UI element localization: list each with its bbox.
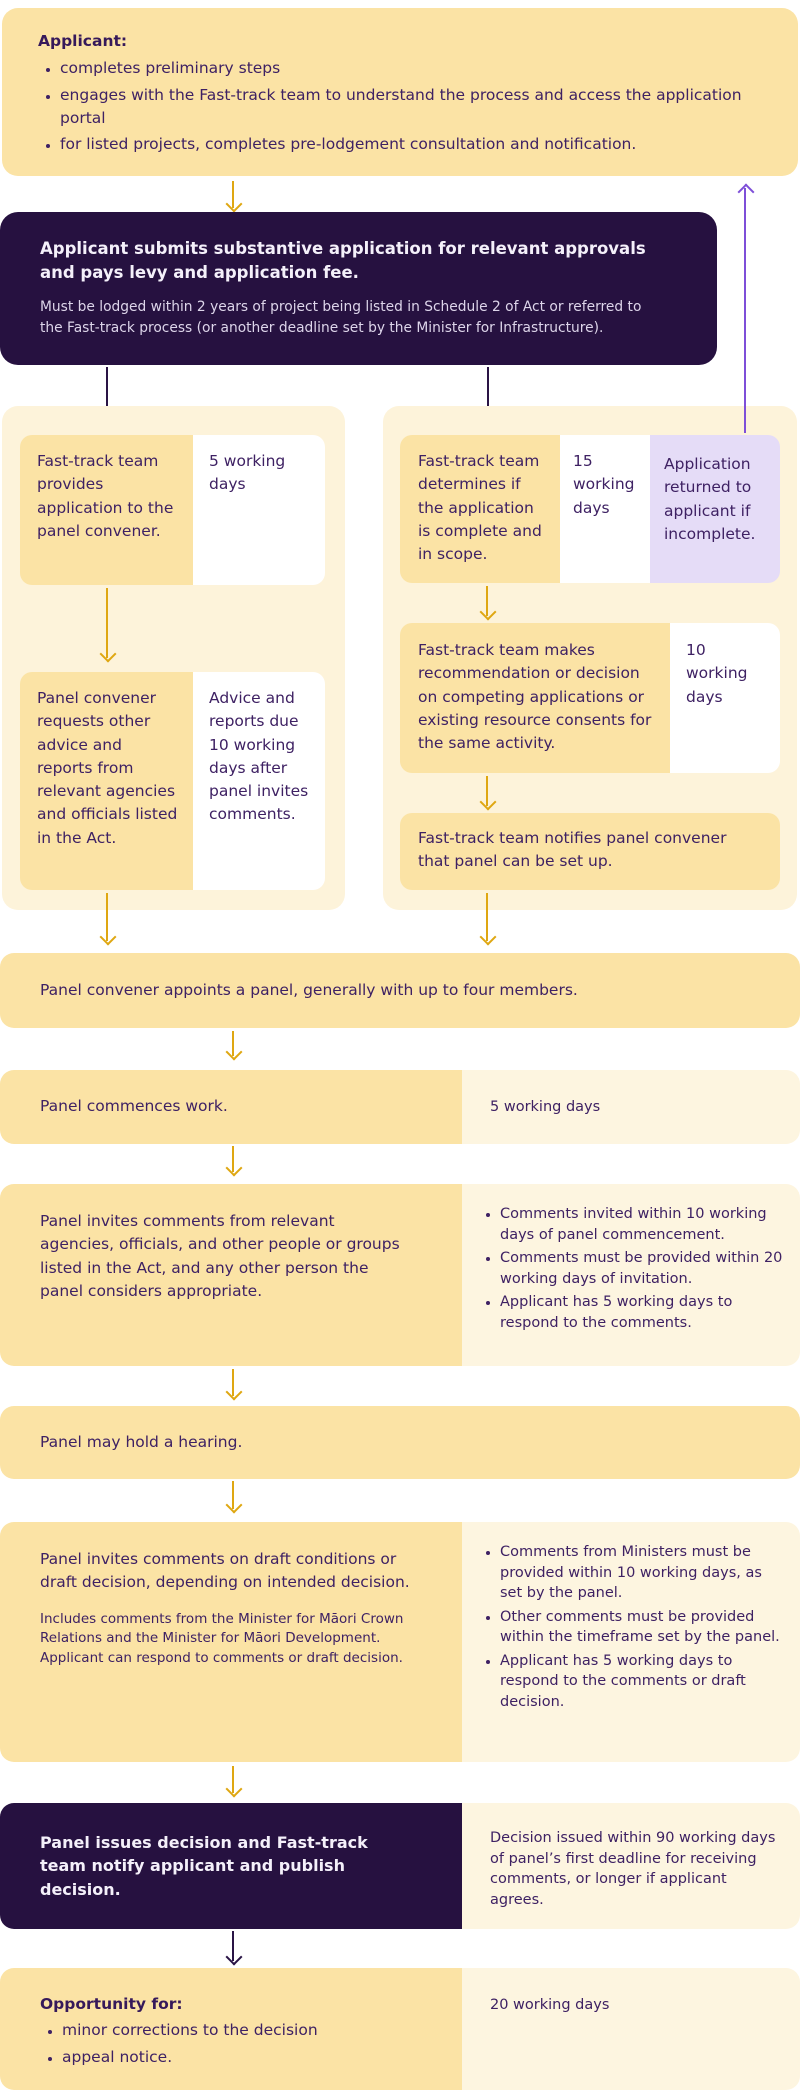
advice-due-note-box: Advice and reports due 10 working days a… (193, 672, 325, 890)
appoint-panel-box: Panel convener appoints a panel, general… (0, 953, 800, 1028)
down-arrow-icon (225, 1146, 242, 1177)
bullet-item: Other comments must be provided within t… (500, 1607, 786, 1648)
down-arrow-icon (225, 1481, 242, 1514)
convener-requests-advice-text: Panel convener requests other advice and… (37, 689, 178, 847)
determine-complete-timeframe-box: 15 working days (560, 435, 650, 583)
up-arrow-icon (737, 183, 754, 433)
opportunity-title: Opportunity for: (40, 1995, 183, 2013)
down-arrow-icon (99, 367, 116, 426)
applicant-steps-box: Applicant: completes preliminary steps e… (2, 8, 798, 176)
panel-commences-timeframe-box: 5 working days (462, 1070, 800, 1144)
decision-timeframe-box: Decision issued within 90 working days o… (462, 1803, 800, 1929)
panel-commences-text: Panel commences work. (40, 1097, 228, 1116)
timeframe-text: 5 working days (209, 452, 286, 494)
provide-application-timeframe-box: 5 working days (193, 435, 325, 585)
opportunity-box: Opportunity for: minor corrections to th… (0, 1968, 462, 2090)
draft-conditions-notes-box: Comments from Ministers must be provided… (462, 1522, 800, 1762)
timeframe-text: 10 working days (686, 641, 748, 706)
bullet-item: Applicant has 5 working days to respond … (500, 1651, 786, 1713)
applicant-steps-list: completes preliminary steps engages with… (38, 57, 762, 156)
competing-applications-box: Fast-track team makes recommendation or … (400, 623, 670, 773)
submit-application-box: Applicant submits substantive applicatio… (0, 212, 717, 365)
draft-conditions-text: Panel invites comments on draft conditio… (40, 1550, 410, 1592)
opportunity-timeframe-box: 20 working days (462, 1968, 800, 2090)
bullet-item: Comments from Ministers must be provided… (500, 1542, 786, 1604)
panel-hearing-text: Panel may hold a hearing. (40, 1432, 243, 1451)
down-arrow-icon (480, 367, 497, 426)
timeframe-text: 15 working days (573, 452, 635, 517)
applicant-steps-title: Applicant: (38, 32, 128, 50)
provide-application-text: Fast-track team provides application to … (37, 452, 174, 540)
bullet-item: appeal notice. (62, 2046, 422, 2069)
provide-application-box: Fast-track team provides application to … (20, 435, 193, 585)
submit-application-title: Applicant submits substantive applicatio… (40, 239, 646, 282)
bullet-item: Applicant has 5 working days to respond … (500, 1292, 786, 1333)
opportunity-list: minor corrections to the decision appeal… (40, 2019, 422, 2069)
convener-requests-advice-box: Panel convener requests other advice and… (20, 672, 193, 890)
application-returned-text: Application returned to applicant if inc… (664, 455, 756, 543)
timeframe-text: 5 working days (490, 1098, 601, 1115)
submit-application-note: Must be lodged within 2 years of project… (40, 298, 642, 336)
notify-convener-box: Fast-track team notifies panel convener … (400, 813, 780, 890)
panel-invites-comments-text: Panel invites comments from relevant age… (40, 1212, 400, 1300)
competing-applications-text: Fast-track team makes recommendation or … (418, 641, 652, 752)
draft-conditions-note: Includes comments from the Minister for … (40, 1610, 404, 1666)
application-returned-box: Application returned to applicant if inc… (650, 435, 780, 583)
panel-invites-comments-notes-box: Comments invited within 10 working days … (462, 1184, 800, 1366)
competing-applications-timeframe-box: 10 working days (670, 623, 780, 773)
bullet-item: completes preliminary steps (60, 57, 762, 80)
advice-due-note-text: Advice and reports due 10 working days a… (209, 689, 309, 824)
down-arrow-icon (225, 181, 242, 213)
down-arrow-icon (225, 1766, 242, 1798)
bullet-item: Comments invited within 10 working days … (500, 1204, 786, 1245)
panel-issues-decision-box: Panel issues decision and Fast-track tea… (0, 1803, 462, 1929)
bullet-item: minor corrections to the decision (62, 2019, 422, 2042)
notify-convener-text: Fast-track team notifies panel convener … (418, 829, 727, 871)
down-arrow-icon (225, 1931, 242, 1966)
panel-invites-comments-box: Panel invites comments from relevant age… (0, 1184, 462, 1366)
down-arrow-icon (479, 893, 496, 946)
decision-timeframe-text: Decision issued within 90 working days o… (490, 1830, 776, 1908)
determine-complete-text: Fast-track team determines if the applic… (418, 452, 542, 563)
panel-issues-decision-text: Panel issues decision and Fast-track tea… (40, 1833, 368, 1899)
panel-commences-box: Panel commences work. (0, 1070, 462, 1144)
draft-comment-rules-list: Comments from Ministers must be provided… (478, 1542, 786, 1713)
draft-conditions-box: Panel invites comments on draft conditio… (0, 1522, 462, 1762)
down-arrow-icon (479, 586, 496, 621)
appoint-panel-text: Panel convener appoints a panel, general… (40, 980, 578, 999)
panel-hearing-box: Panel may hold a hearing. (0, 1406, 800, 1479)
bullet-item: Comments must be provided within 20 work… (500, 1248, 786, 1289)
comment-rules-list: Comments invited within 10 working days … (478, 1204, 786, 1333)
down-arrow-icon (99, 893, 116, 946)
down-arrow-icon (225, 1369, 242, 1401)
down-arrow-icon (479, 776, 496, 811)
down-arrow-icon (225, 1031, 242, 1061)
down-arrow-icon (99, 588, 116, 663)
bullet-item: for listed projects, completes pre-lodge… (60, 133, 762, 156)
timeframe-text: 20 working days (490, 1997, 610, 2013)
determine-complete-box: Fast-track team determines if the applic… (400, 435, 560, 583)
bullet-item: engages with the Fast-track team to unde… (60, 84, 762, 131)
